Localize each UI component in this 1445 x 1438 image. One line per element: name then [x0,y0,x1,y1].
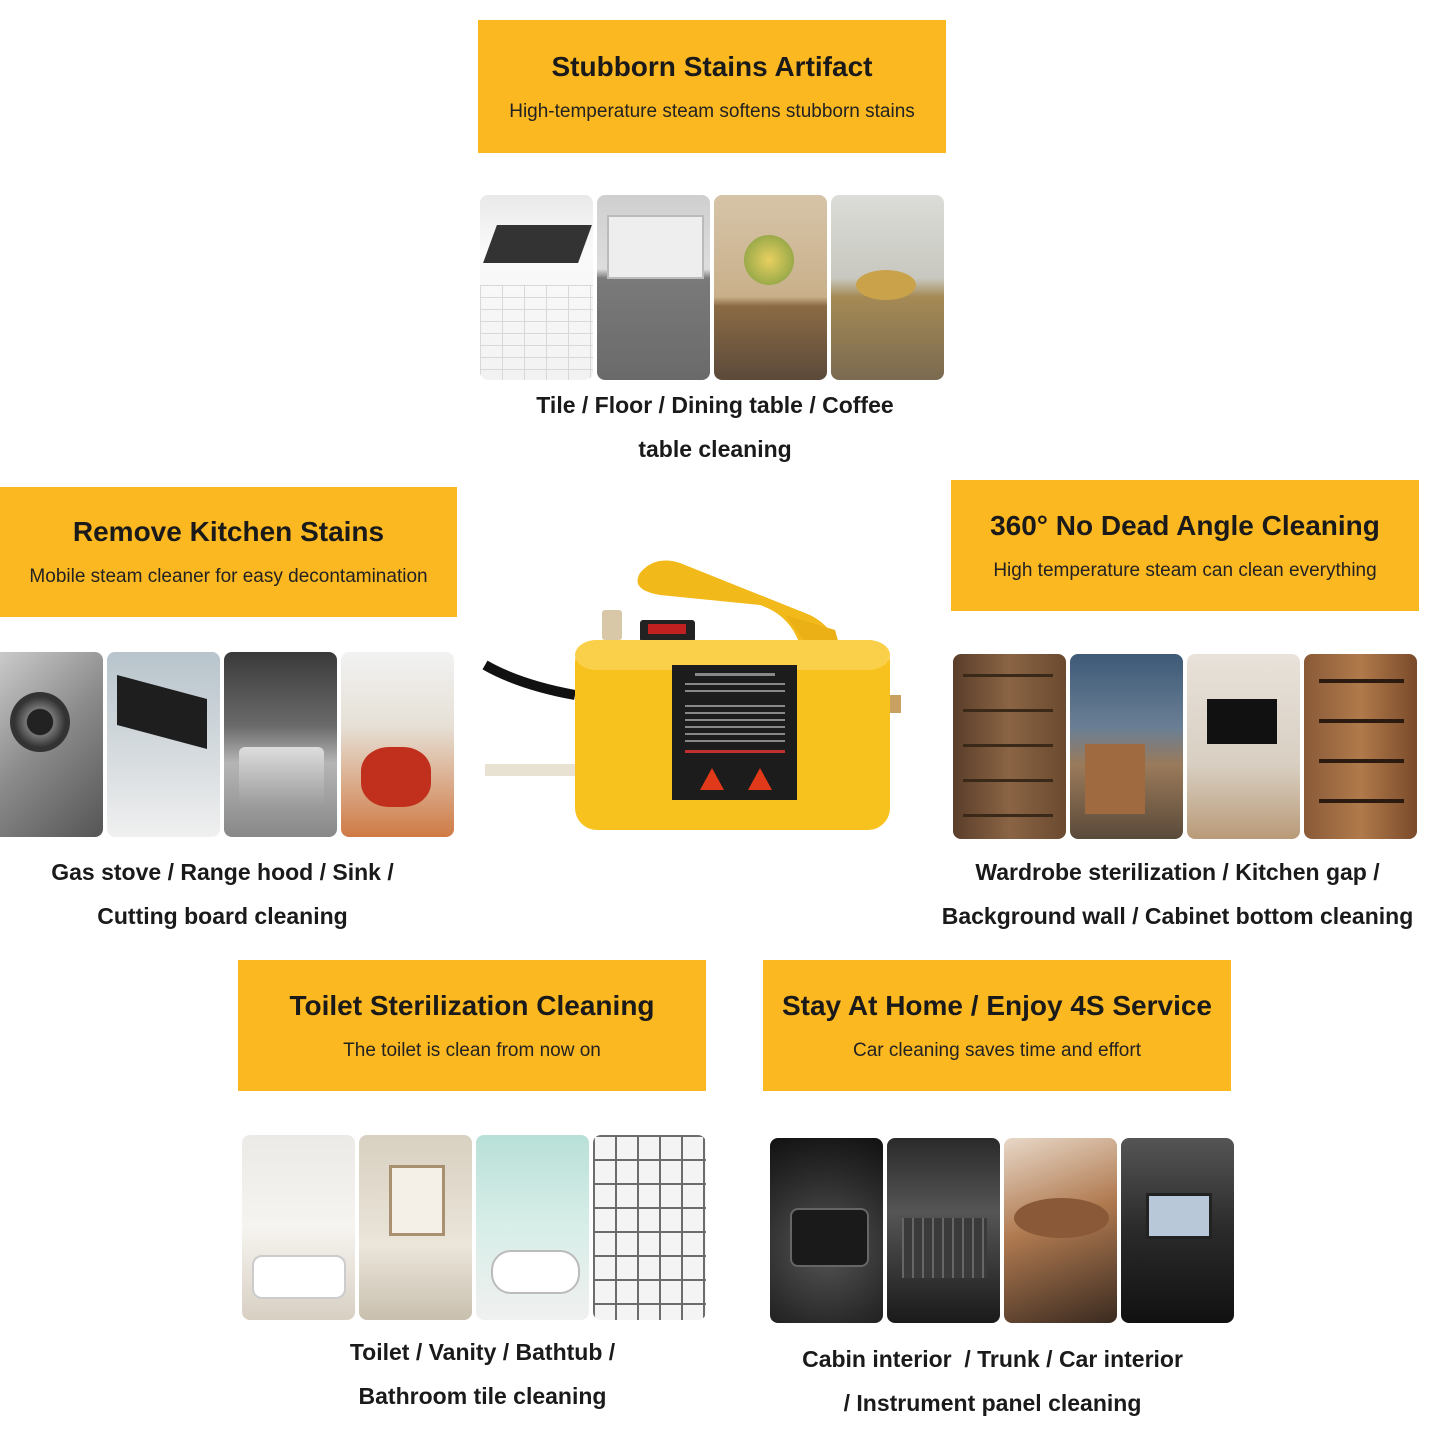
kitchen-gap-photo [1070,654,1183,839]
range-hood-photo [107,652,220,837]
caption-line: table cleaning [638,436,792,462]
tile-photo [480,195,593,380]
banner-title: Toilet Sterilization Cleaning [289,989,655,1021]
photo-strip-bottom-left [242,1135,706,1320]
sink-photo [224,652,337,837]
banner-subtitle: The toilet is clean from now on [343,1039,601,1061]
caption-top: Tile / Floor / Dining table / Coffee tab… [480,383,950,471]
banner-kitchen-stains: Remove Kitchen Stains Mobile steam clean… [0,487,457,617]
caption-bottom-right: Cabin interior / Trunk / Car interior / … [760,1337,1225,1425]
caption-line: Bathroom tile cleaning [358,1383,607,1409]
caption-line: Tile / Floor / Dining table / Coffee [536,392,894,418]
car-interior-photo [1004,1138,1117,1323]
caption-line: Toilet / Vanity / Bathtub / [349,1339,616,1365]
caption-line: Wardrobe sterilization / Kitchen gap / [975,859,1380,885]
cutting-board-photo [341,652,454,837]
caption-line: Background wall / Cabinet bottom cleanin… [941,903,1414,929]
banner-title: 360° No Dead Angle Cleaning [990,509,1380,541]
caption-line: Cutting board cleaning [97,903,348,929]
photo-strip-bottom-right [770,1138,1234,1323]
banner-toilet-sterilization: Toilet Sterilization Cleaning The toilet… [238,960,706,1091]
coffee-table-photo [831,195,944,380]
caption-line: Gas stove / Range hood / Sink / [51,859,394,885]
bathroom-tile-photo [593,1135,706,1320]
photo-strip-left [0,652,454,837]
cabinet-bottom-photo [1304,654,1417,839]
toilet-photo [242,1135,355,1320]
floor-photo [597,195,710,380]
background-wall-photo [1187,654,1300,839]
banner-title: Stay At Home / Enjoy 4S Service [781,989,1213,1021]
trunk-photo [887,1138,1000,1323]
caption-line: Cabin interior / Trunk / Car interior [802,1346,1183,1372]
banner-title: Stubborn Stains Artifact [551,50,873,82]
caption-bottom-left: Toilet / Vanity / Bathtub / Bathroom til… [250,1330,715,1418]
photo-strip-right [953,654,1417,839]
cabin-interior-photo [770,1138,883,1323]
banner-stubborn-stains: Stubborn Stains Artifact High-temperatur… [478,20,946,153]
banner-360-cleaning: 360° No Dead Angle Cleaning High tempera… [951,480,1419,611]
gas-stove-photo [0,652,103,837]
caption-line: / Instrument panel cleaning [843,1390,1142,1416]
banner-subtitle: High temperature steam can clean everyth… [993,559,1377,581]
photo-strip-top [480,195,944,380]
caption-left: Gas stove / Range hood / Sink / Cutting … [0,850,445,938]
banner-subtitle: Mobile steam cleaner for easy decontamin… [29,566,428,587]
dining-table-photo [714,195,827,380]
banner-subtitle: Car cleaning saves time and effort [853,1039,1141,1061]
bathtub-photo [476,1135,589,1320]
banner-4s-service: Stay At Home / Enjoy 4S Service Car clea… [763,960,1231,1091]
wardrobe-photo [953,654,1066,839]
banner-title: Remove Kitchen Stains [72,516,385,547]
caption-right: Wardrobe sterilization / Kitchen gap / B… [915,850,1440,938]
instrument-panel-photo [1121,1138,1234,1323]
vanity-photo [359,1135,472,1320]
steam-cleaner-device [482,560,901,830]
banner-subtitle: High-temperature steam softens stubborn … [509,100,915,122]
